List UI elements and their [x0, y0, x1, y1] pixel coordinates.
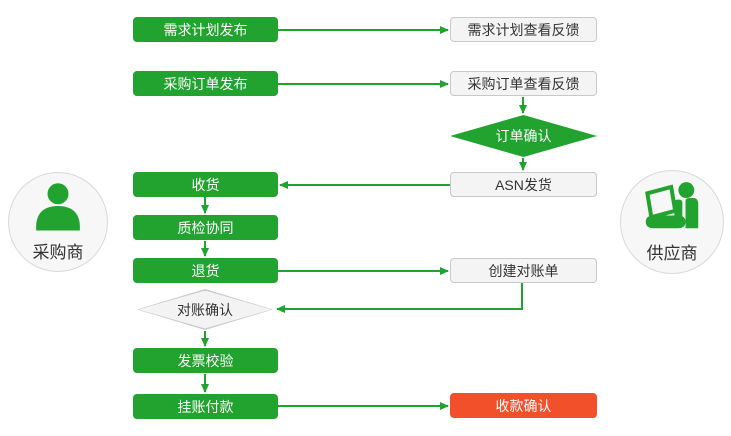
node-receive-goods: 收货: [133, 172, 278, 197]
node-po-publish: 采购订单发布: [133, 71, 278, 96]
node-create-statement: 创建对账单: [450, 258, 597, 283]
node-return-goods: 退货: [133, 258, 278, 283]
node-quality-collab: 质检协同: [133, 215, 278, 240]
buyer-label: 采购商: [32, 243, 84, 262]
decision-label: 订单确认: [495, 128, 552, 144]
node-asn-ship: ASN发货: [450, 172, 597, 197]
node-demand-plan-feedback: 需求计划查看反馈: [450, 17, 597, 42]
buyer-person-icon: [30, 181, 86, 236]
node-demand-plan-publish: 需求计划发布: [133, 17, 278, 42]
connector-statement-to-recon: [276, 283, 523, 313]
actor-supplier: 供应商: [620, 170, 724, 274]
decision-recon-confirm: 对账确认: [137, 289, 273, 330]
actor-buyer: 采购商: [8, 172, 108, 272]
decision-label: 对账确认: [177, 301, 233, 318]
supplier-label: 供应商: [646, 244, 698, 263]
node-po-feedback: 采购订单查看反馈: [450, 71, 597, 96]
node-payment-receipt-confirm: 收款确认: [450, 393, 597, 418]
supplier-person-laptop-icon: [641, 180, 703, 237]
decision-order-confirm: 订单确认: [450, 115, 597, 157]
node-invoice-verify: 发票校验: [133, 348, 278, 373]
node-payment-on-account: 挂账付款: [133, 394, 278, 419]
